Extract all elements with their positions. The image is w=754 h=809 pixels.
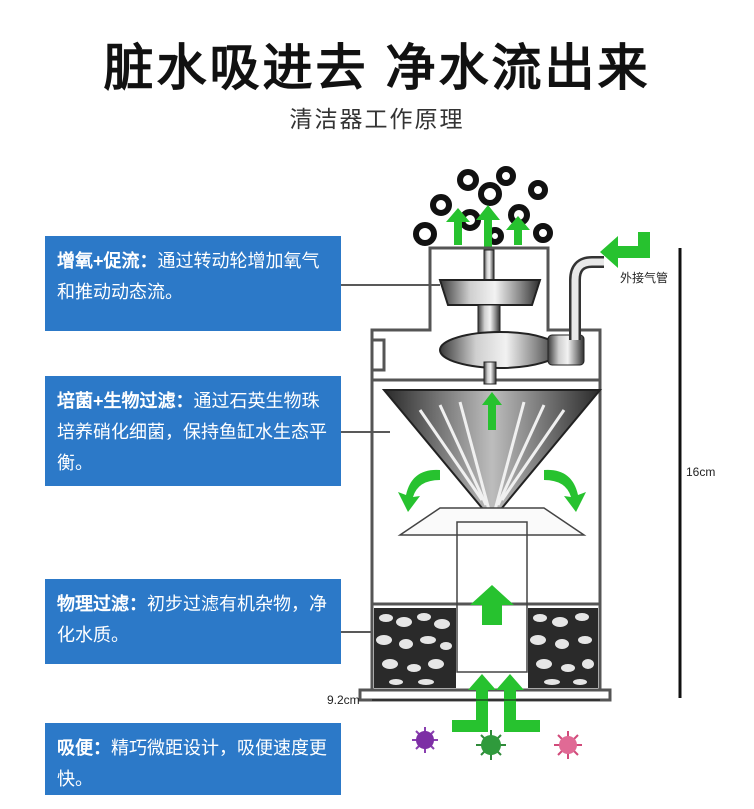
- bacteria-purple-icon: [412, 727, 438, 753]
- circulation-arrow-right: [544, 469, 586, 512]
- callout-oxygenation: 增氧+促流：通过转动轮增加氧气和推动动态流。: [45, 236, 341, 331]
- callout-oxygenation-text: 通过转动轮增加氧气和推动动态流。: [57, 251, 320, 302]
- oxygen-bubbles: [413, 166, 553, 246]
- page-title: 脏水吸进去 净水流出来: [103, 40, 651, 96]
- up-arrow-chamber: [470, 585, 514, 625]
- air-tube: [569, 256, 604, 340]
- bio-filter-cone: [381, 389, 603, 522]
- callout-bio-filtration: 培菌+生物过滤：通过石英生物珠培养硝化细菌，保持鱼缸水生态平衡。: [45, 376, 341, 486]
- bacteria-pink-icon: [554, 731, 582, 759]
- callout-waste-suction-text: 精巧微距设计，吸便速度更快。: [57, 738, 327, 789]
- impeller-wheel: [438, 249, 585, 385]
- callout-physical-filtration-text: 初步过滤有机杂物，净化水质。: [57, 594, 327, 645]
- callout-physical-filtration-heading: 物理过滤：: [57, 594, 147, 614]
- width-label: 9.2cm: [327, 693, 360, 707]
- air-tube-label: 外接气管: [620, 270, 668, 285]
- callout-oxygenation-heading: 增氧+促流：: [57, 251, 158, 271]
- outflow-arrows: [446, 205, 530, 250]
- page-subtitle: 清洁器工作原理: [289, 106, 465, 132]
- callout-physical-filtration: 物理过滤：初步过滤有机杂物，净化水质。: [45, 579, 341, 664]
- intake-arrows: [452, 674, 540, 732]
- callout-bio-filtration-text: 通过石英生物珠培养硝化细菌，保持鱼缸水生态平衡。: [57, 391, 327, 473]
- flow-chamber: [397, 507, 587, 673]
- height-label: 16cm: [686, 465, 715, 479]
- callout-connectors: [341, 284, 440, 633]
- up-arrow-cone: [482, 392, 502, 430]
- callout-bio-filtration-heading: 培菌+生物过滤：: [57, 391, 194, 411]
- circulation-arrow-left: [398, 469, 440, 512]
- callout-waste-suction: 吸便：精巧微距设计，吸便速度更快。: [45, 723, 341, 795]
- callout-waste-suction-heading: 吸便：: [57, 738, 111, 758]
- filter-media: [374, 608, 598, 688]
- bacteria-green-icon: [476, 730, 506, 760]
- air-inlet-arrow: [600, 232, 650, 268]
